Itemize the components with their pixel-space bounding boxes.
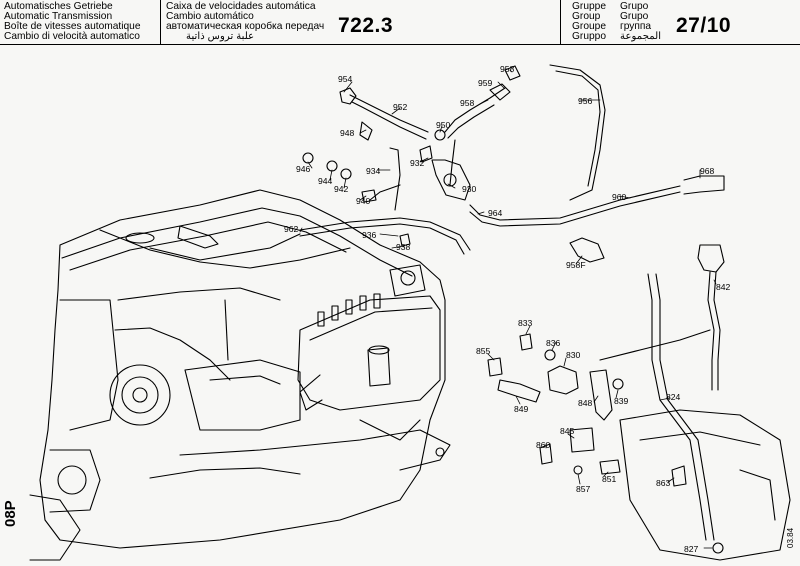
part-callout-827: 827: [684, 544, 699, 554]
vacuum-lines: [149, 64, 725, 261]
title-french: Boîte de vitesses automatique: [4, 21, 141, 32]
part-callout-938: 938: [396, 242, 411, 252]
model-number: 722.3: [338, 14, 394, 37]
part-callout-958: 958: [460, 98, 475, 108]
part-callout-836: 836: [546, 338, 561, 348]
part-callout-964: 964: [488, 208, 503, 218]
part-callout-855: 855: [476, 346, 491, 356]
part-callout-860: 860: [536, 440, 551, 450]
title-italian: Cambio di velocità automatico: [4, 31, 140, 42]
title-english: Automatic Transmission: [4, 11, 113, 22]
engine-block: [29, 189, 451, 561]
part-callout-940: 940: [356, 196, 371, 206]
part-callout-936: 936: [362, 230, 377, 240]
part-callout-952: 952: [393, 102, 408, 112]
part-callout-848: 848: [578, 398, 593, 408]
part-callout-954: 954: [338, 74, 353, 84]
part-callout-958: 958: [500, 64, 515, 74]
group-label-spanish: Grupo: [620, 11, 649, 22]
part-callout-934: 934: [366, 166, 381, 176]
part-callout-944: 944: [318, 176, 333, 186]
part-callout-849: 849: [514, 404, 529, 414]
title-arabic: علبة تروس ذاتية: [186, 31, 255, 42]
part-callout-962: 962: [284, 224, 299, 234]
group-label-french: Groupe: [572, 21, 606, 32]
part-callout-948: 948: [340, 128, 355, 138]
title-german: Automatisches Getriebe: [4, 1, 113, 12]
part-callout-833: 833: [518, 318, 533, 328]
part-callout-946: 946: [296, 164, 311, 174]
small-parts: [302, 129, 725, 554]
page-code: 08P: [2, 500, 19, 527]
part-callout-956: 956: [578, 96, 593, 106]
dipstick-tube: [599, 273, 715, 541]
callout-labels: 9549529489469449429409349329509599589589…: [284, 64, 731, 554]
group-number: 27/10: [676, 14, 732, 37]
leader-lines: [299, 69, 717, 549]
part-callout-930: 930: [462, 184, 477, 194]
group-label-portuguese: Grupo: [620, 1, 649, 12]
part-callout-845: 845: [560, 426, 575, 436]
part-callout-842: 842: [716, 282, 731, 292]
corner-code: 03.84: [786, 527, 795, 548]
group-label-german: Gruppe: [572, 1, 606, 12]
part-callout-863: 863: [656, 478, 671, 488]
part-callout-857: 857: [576, 484, 591, 494]
part-callout-968: 968: [700, 166, 715, 176]
title-spanish: Cambio automático: [166, 11, 254, 22]
part-callout-959: 959: [478, 78, 493, 88]
part-callout-824: 824: [666, 392, 681, 402]
header-divider: [560, 0, 561, 44]
transmission-housing: [619, 409, 791, 561]
header-divider: [160, 0, 161, 44]
group-label-arabic: المجموعة: [620, 31, 662, 42]
diagram-header: Automatisches Getriebe Automatic Transmi…: [0, 0, 800, 48]
part-callout-839: 839: [614, 396, 629, 406]
part-callout-958f: 958F: [566, 260, 586, 270]
exploded-view-drawing: 9549529489469449429409349329509599589589…: [29, 64, 791, 561]
part-callout-851: 851: [602, 474, 617, 484]
part-callout-830: 830: [566, 350, 581, 360]
header-rule: [0, 44, 800, 45]
injection-pump: [297, 264, 441, 411]
group-label-english: Group: [572, 11, 601, 22]
part-callout-950: 950: [436, 120, 451, 130]
part-callout-932: 932: [410, 158, 425, 168]
part-callout-942: 942: [334, 184, 349, 194]
title-russian: автоматическая коробка передач: [166, 21, 325, 32]
group-label-russian: группа: [620, 21, 652, 32]
part-callout-960: 960: [612, 192, 627, 202]
title-portuguese: Caixa de velocidades automática: [166, 1, 316, 12]
group-label-italian: Gruppo: [572, 31, 606, 42]
